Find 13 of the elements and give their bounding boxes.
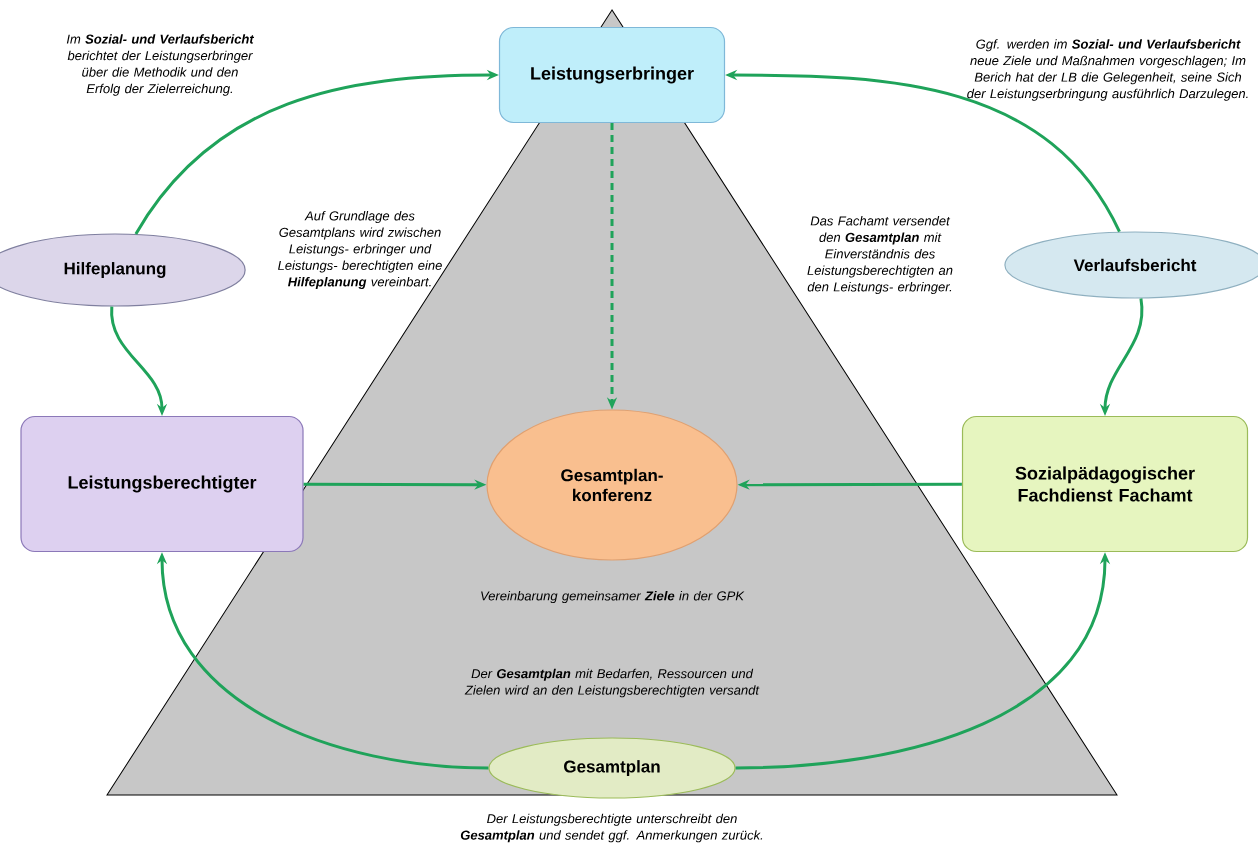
process-box: Leistungsberechtigter [20, 415, 304, 553]
note-text: Im Sozial- und Verlaufsbericht berichtet der Leistungserbringer über die Methodik und den Erfolg der Zielerreichung. [66, 34, 255, 96]
note-text: Ggf. werden im Sozial- und Verlaufsbericht neue Ziele und Maßnahmen vorgeschlagen; Im Berich hat der LB die Gelegenheit, seine Sich der Leistungserbringung ausführlich Darzulegen. [967, 39, 1248, 101]
note-text: Vereinbarung gemeinsamer Ziele in der GPK [481, 590, 745, 604]
note-text: Der Leistungsberechtigte unterschreibt den Gesamtplan und sendet ggf. Anmerkungen zurück. [460, 813, 763, 843]
ellipse-node: Gesamtplan [488, 737, 736, 799]
ellipse-node: Gesamtplan-konferenz [486, 409, 738, 561]
note-text: Das Fachamt versendet den Gesamtplan mit Einverständnis des Leistungsberechtigten an den Leistungs- erbringer. [807, 215, 953, 295]
process-box: Sozialpädagogischer Fachdienst Fachamt [961, 415, 1249, 553]
note-text: Der Gesamtplan mit Bedarfen, Ressourcen und Zielen wird an den Leistungsberechtigten versandt [464, 668, 760, 698]
process-box: Leistungserbringer [498, 26, 726, 124]
note-text: Auf Grundlage des Gesamtplans wird zwischen Leistungs- erbringer und Leistungs- berechtigten eine Hilfeplanung vereinbart. [278, 210, 442, 290]
ellipse-node: Verlaufsbericht [1004, 231, 1258, 299]
